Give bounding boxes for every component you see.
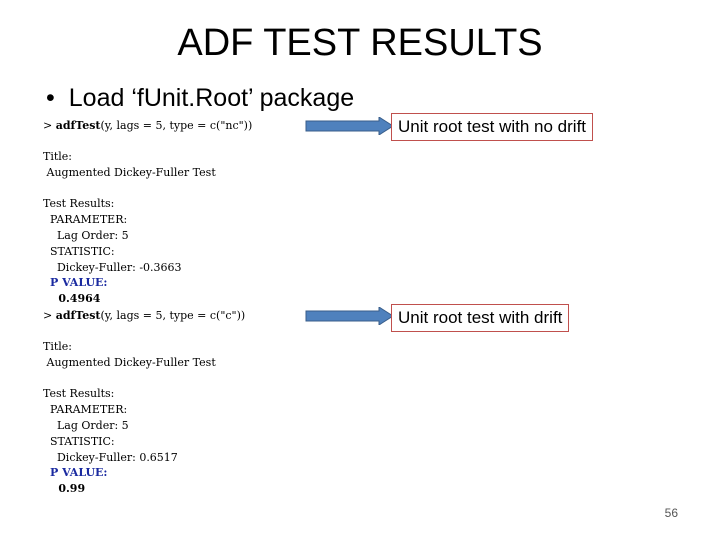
bullet-text: Load ‘fUnit.Root’ package [68,84,355,112]
prompt-symbol: > [43,309,56,322]
function-name: adfTest [55,119,101,132]
function-args: (y, lags = 5, type = c("c")) [100,309,246,322]
p-letter: P [50,276,59,290]
page-number: 56 [664,506,678,520]
output-block-2: Title: Augmented Dickey-Fuller Test Test… [43,339,216,497]
statistic-label: STATISTIC: [43,434,115,448]
code-command-2: > adfTest(y, lags = 5, type = c("c")) [43,308,245,324]
p-value-word: VALUE: [58,276,108,290]
callout-no-drift: Unit root test with no drift [391,113,594,141]
p-value: 0.99 [43,482,86,496]
blank-line [43,371,216,387]
slide-title: ADF TEST RESULTS [177,22,543,64]
parameter-label: PARAMETER: [43,213,128,227]
right-arrow-icon [305,307,394,325]
lag-order: Lag Order: 5 [43,418,129,432]
callout-drift: Unit root test with drift [391,304,570,332]
p-value-label: P VALUE: [43,275,216,291]
code-command-1: > adfTest(y, lags = 5, type = c("nc")) [43,118,252,134]
statistic-value: Dickey-Fuller: -0.3663 [43,260,182,274]
function-name: adfTest [55,309,101,322]
output-title-value: Augmented Dickey-Fuller Test [43,355,216,369]
right-arrow-icon [305,117,394,135]
parameter-label: PARAMETER: [43,403,128,417]
blank-line [43,181,216,197]
bullet-item: • Load ‘fUnit.Root’ package [46,84,354,113]
lag-order: Lag Order: 5 [43,228,129,242]
statistic-label: STATISTIC: [43,244,115,258]
bullet-symbol: • [46,84,55,112]
output-block-1: Title: Augmented Dickey-Fuller Test Test… [43,149,216,307]
p-value-word: VALUE: [58,466,108,480]
output-title-label: Title: [43,340,73,353]
statistic-value: Dickey-Fuller: 0.6517 [43,450,178,464]
results-label: Test Results: [43,387,115,401]
output-title-label: Title: [43,150,73,163]
p-value-label: P VALUE: [43,465,216,481]
results-label: Test Results: [43,197,115,211]
output-title-value: Augmented Dickey-Fuller Test [43,165,216,179]
p-value: 0.4964 [43,292,101,306]
p-letter: P [50,466,59,480]
prompt-symbol: > [43,119,56,132]
function-args: (y, lags = 5, type = c("nc")) [100,119,253,132]
